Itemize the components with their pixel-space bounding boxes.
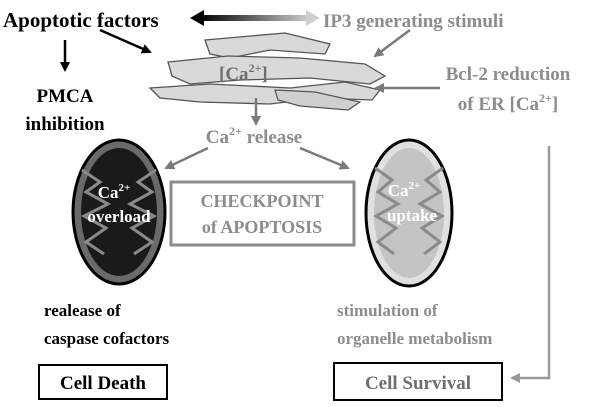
mitochondrion-uptake bbox=[364, 138, 454, 288]
uptake-label-line1: Ca2+ bbox=[388, 180, 421, 200]
apoptotic-factors-label: Apoptotic factors bbox=[3, 8, 159, 32]
stimulation-label-line2: organelle metabolism bbox=[337, 329, 492, 348]
bcl2-label-line2: of ER [Ca2+] bbox=[458, 91, 558, 115]
er-calcium-label: [Ca2+] bbox=[219, 61, 268, 85]
bcl2-label-line1: Bcl-2 reduction bbox=[446, 64, 571, 85]
checkpoint-box bbox=[169, 180, 356, 247]
arrow-apoptotic-to-er bbox=[99, 28, 152, 54]
checkpoint-label-line2: of APOPTOSIS bbox=[202, 217, 322, 237]
uptake-label-line2: uptake bbox=[387, 206, 438, 225]
ip3-stimuli-label: IP3 generating stimuli bbox=[323, 11, 504, 32]
er-membrane-4 bbox=[274, 89, 362, 111]
pmca-label-line1: PMCA bbox=[37, 86, 94, 107]
overload-label-line1: Ca2+ bbox=[98, 182, 131, 202]
overload-label-line2: overload bbox=[87, 207, 151, 226]
er-stack bbox=[148, 32, 387, 111]
cell-death-label: Cell Death bbox=[60, 373, 146, 394]
er-membrane-3 bbox=[148, 81, 382, 105]
arrow-release-to-right-mito bbox=[299, 146, 350, 170]
apoptotic-ip3-double-arrow bbox=[190, 10, 320, 26]
stimulation-label-line1: stimulation of bbox=[337, 301, 438, 320]
checkpoint-label-line1: CHECKPOINT bbox=[200, 191, 323, 211]
cell-survival-box bbox=[333, 362, 503, 401]
mitochondrion-overload bbox=[71, 138, 167, 286]
cell-survival-label: Cell Survival bbox=[365, 373, 471, 394]
ca-release-label: Ca2+ release bbox=[206, 124, 302, 148]
arrow-ip3-to-er bbox=[373, 28, 411, 58]
arrow-release-to-left-mito bbox=[164, 146, 209, 170]
er-membrane-1 bbox=[204, 32, 331, 59]
arrow-bcl2-to-survival bbox=[510, 146, 551, 383]
release-label-line1: realease of bbox=[44, 301, 121, 320]
cell-death-box bbox=[38, 364, 168, 400]
release-label-line2: caspase cofactors bbox=[44, 329, 169, 348]
pmca-label-line2: inhibition bbox=[25, 114, 105, 135]
er-membrane-2 bbox=[167, 55, 387, 85]
